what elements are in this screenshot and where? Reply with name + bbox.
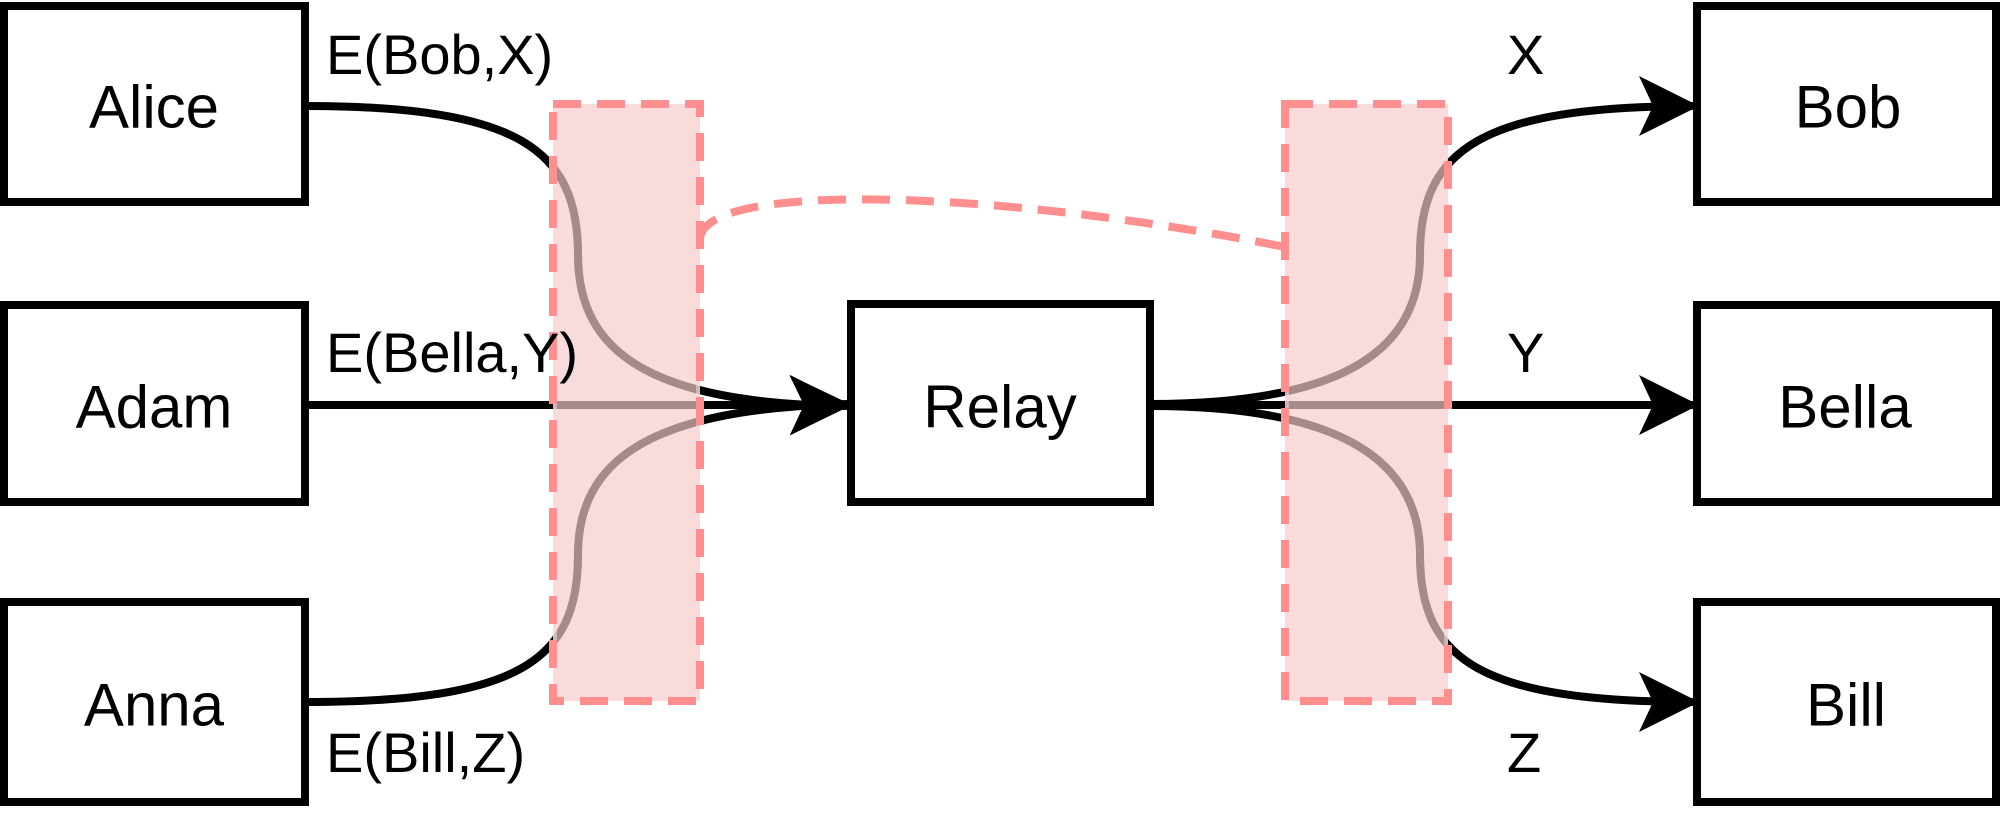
node-alice-box [0,2,309,206]
mixed-edge-segments [557,162,1444,647]
edge-labels: E(Bob,X) E(Bella,Y) E(Bill,Z) X Y Z [326,23,1544,784]
mix-zone-link [696,195,1286,251]
node-relay[interactable]: Relay [847,300,1154,506]
node-adam[interactable]: Adam [0,301,309,506]
edge-label-adam-message: E(Bella,Y) [326,321,578,384]
node-relay-box [847,300,1154,506]
node-anna-label: Anna [84,672,225,739]
node-bob-label: Bob [1795,74,1902,141]
mixed-edge-bob [1289,162,1444,395]
node-adam-box [0,301,309,506]
edge-label-alice-message: E(Bob,X) [326,23,553,86]
node-bob-box [1693,2,2000,206]
node-alice-label: Alice [89,74,219,141]
node-bill-label: Bill [1806,672,1886,739]
mixed-edge-anna [557,418,696,644]
node-anna-box [0,598,309,806]
node-relay-label: Relay [923,374,1076,441]
node-anna[interactable]: Anna [0,598,309,806]
mixed-outbound [1289,162,1444,647]
node-bill[interactable]: Bill [1693,598,2000,806]
edge-label-anna-message: E(Bill,Z) [326,721,525,784]
edge-label-bella-message: Y [1507,321,1544,384]
node-bella-label: Bella [1778,374,1912,441]
mixed-edge-alice [557,165,696,394]
sender-nodes: Alice Adam Anna [0,2,309,806]
node-bella-box [1693,301,2000,506]
receiver-nodes: Bob Bella Bill [1693,2,2000,806]
node-bob[interactable]: Bob [1693,2,2000,206]
edge-label-bill-message: Z [1507,721,1541,784]
node-adam-label: Adam [76,374,233,441]
mixed-edge-bill [1289,415,1444,647]
node-alice[interactable]: Alice [0,2,309,206]
edge-label-bob-message: X [1507,23,1544,86]
node-bella[interactable]: Bella [1693,301,2000,506]
node-bill-box [1693,598,2000,806]
mixed-inbound [557,165,696,644]
